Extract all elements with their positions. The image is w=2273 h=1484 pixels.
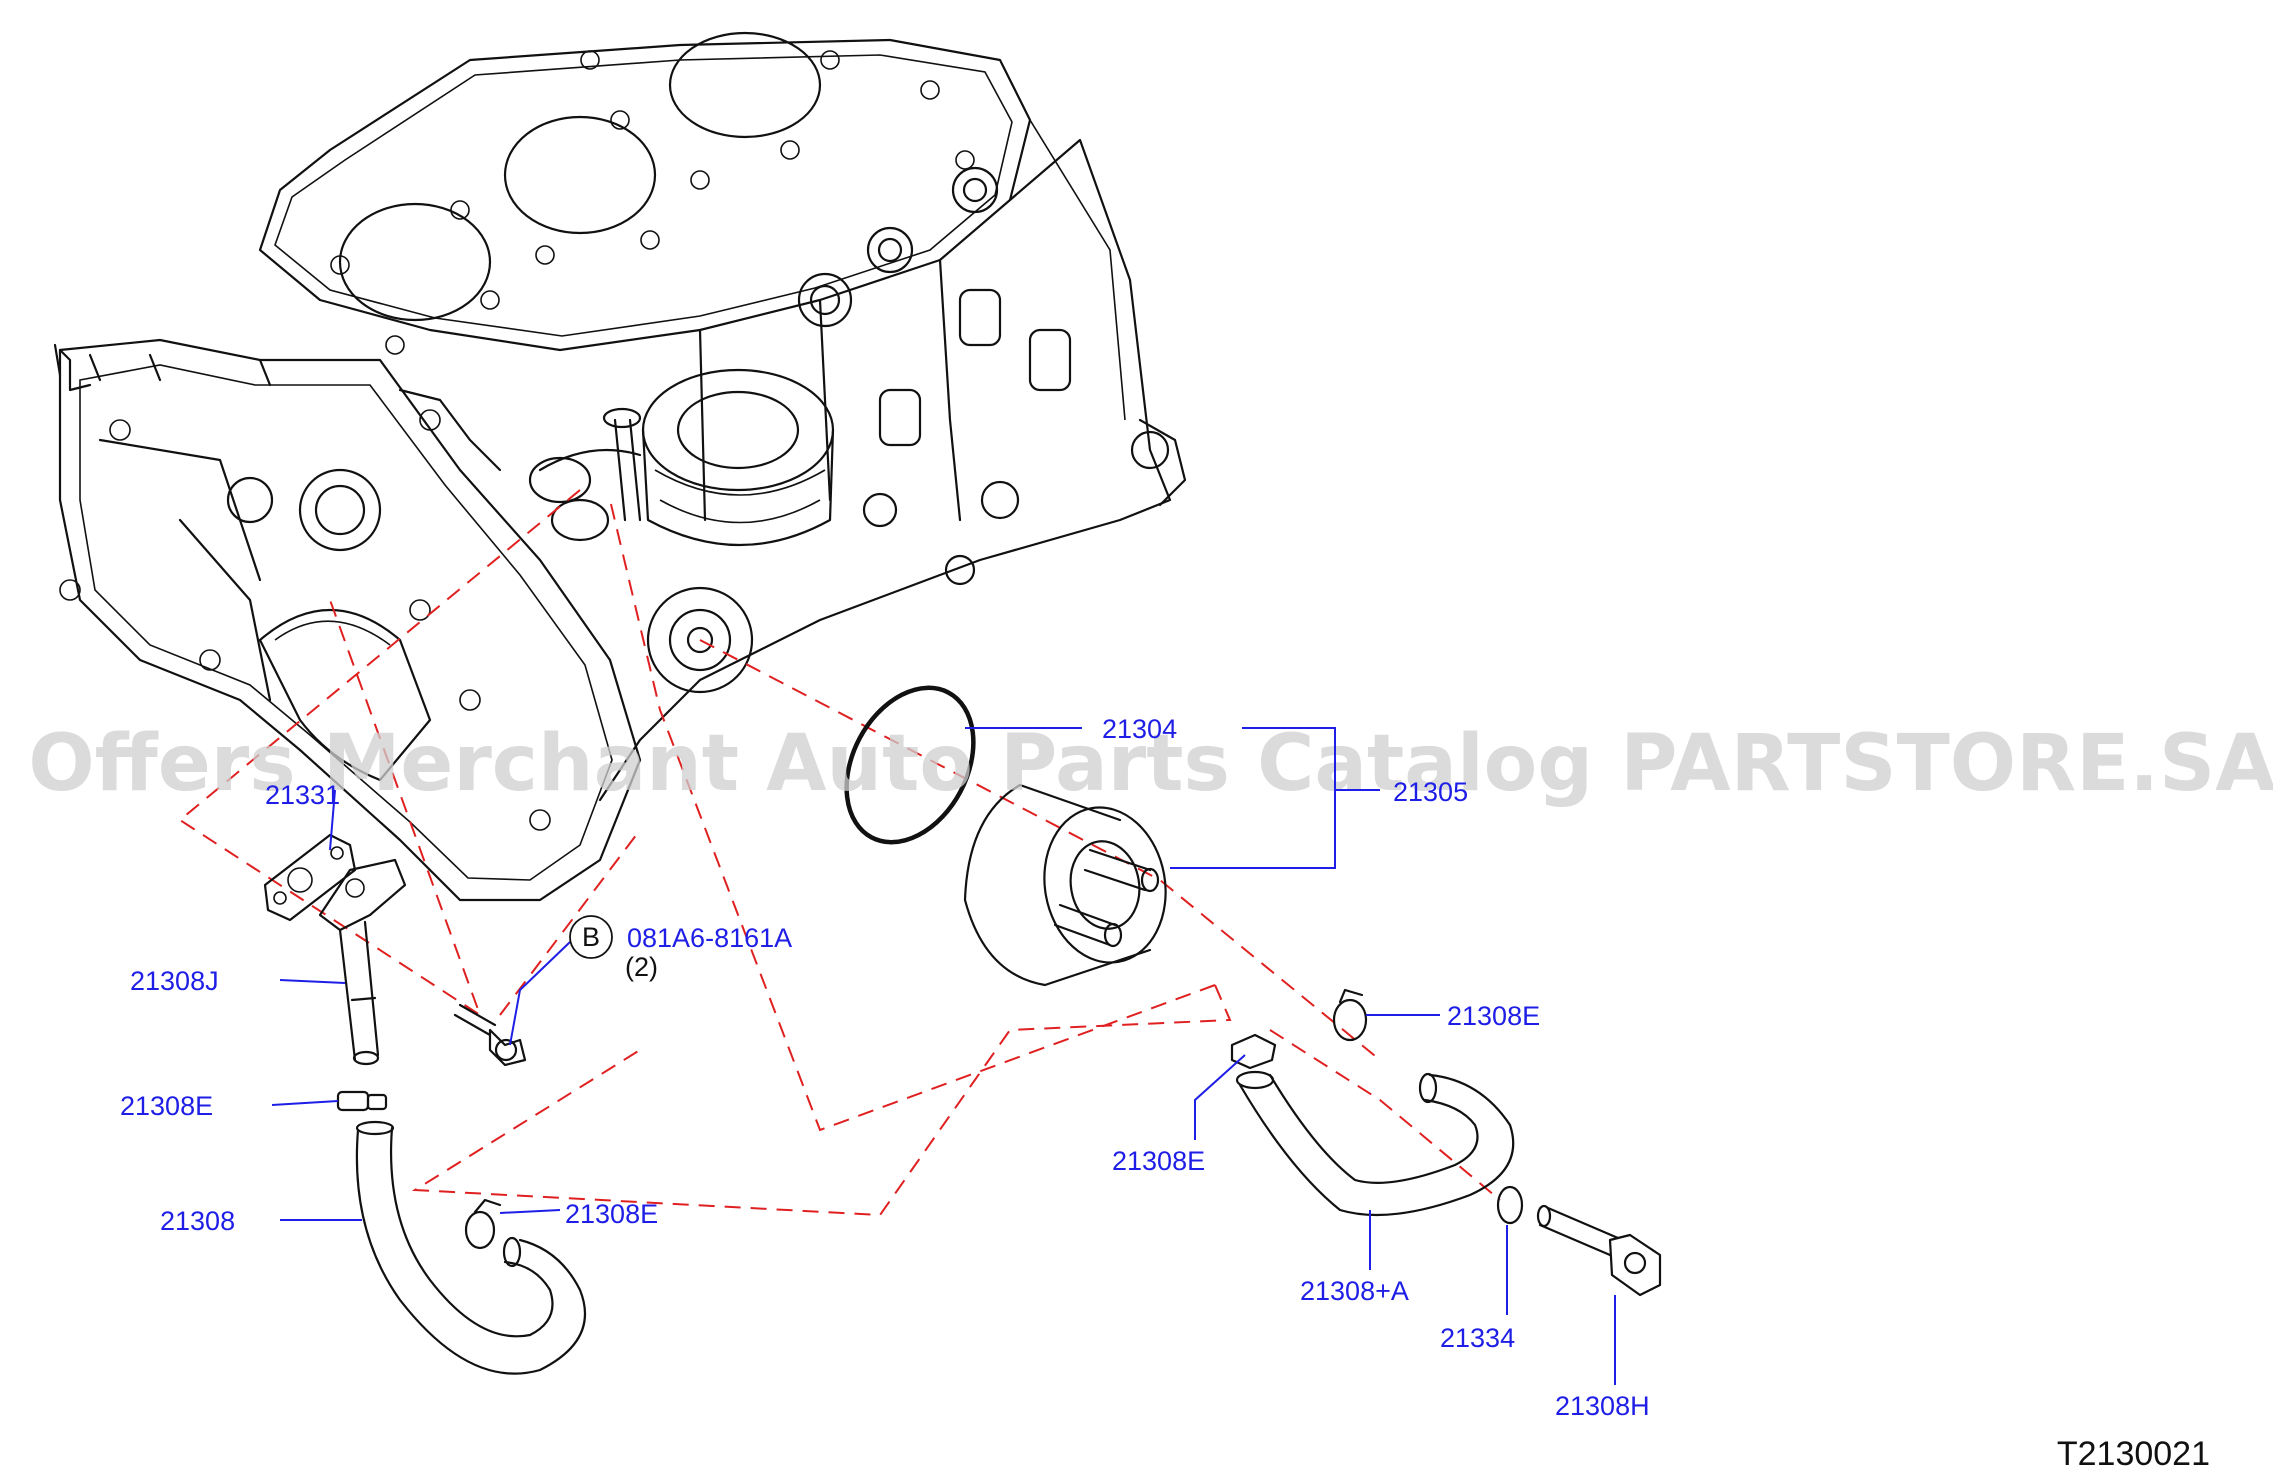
label-081A6-8161A: 081A6-8161A — [627, 923, 792, 953]
clamp-21308E-left — [336, 1090, 388, 1112]
label-21308H: 21308H — [1555, 1391, 1650, 1421]
label-21334: 21334 — [1440, 1323, 1515, 1353]
label-21308A: 21308+A — [1300, 1276, 1409, 1306]
quantity-note: (2) — [625, 952, 658, 982]
assembly-centerlines — [178, 489, 1501, 1217]
pipe-21308J — [318, 858, 407, 1066]
engine-block-illustration — [53, 31, 1187, 902]
label-21308E-clamp: 21308E — [565, 1199, 658, 1229]
watermark-text: Offers Merchant Auto Parts Catalog PARTS… — [28, 719, 2273, 809]
label-21304: 21304 — [1102, 714, 1177, 744]
label-21308J: 21308J — [130, 966, 219, 996]
oil-cooler-21305 — [963, 783, 1167, 987]
o-ring-21304 — [844, 685, 976, 845]
label-21308: 21308 — [160, 1206, 235, 1236]
hose-21308A — [1235, 1070, 1515, 1217]
hose-21308 — [355, 1120, 587, 1375]
label-21331: 21331 — [265, 780, 340, 810]
o-ring-21334 — [1496, 1185, 1524, 1225]
bolt-21308H — [1536, 1204, 1662, 1297]
label-21305: 21305 — [1393, 777, 1468, 807]
drawing-number: T2130021 — [2057, 1435, 2210, 1473]
reference-marker-letter: B — [582, 922, 600, 952]
connector-21308E-lower — [1230, 1033, 1277, 1070]
gasket-21331 — [263, 833, 357, 922]
label-21308E-right: 21308E — [1447, 1001, 1540, 1031]
label-21308E-left: 21308E — [120, 1091, 213, 1121]
label-21308E-lower: 21308E — [1112, 1146, 1205, 1176]
bolt-081A6-8161A — [453, 1003, 527, 1067]
callout-leaders — [271, 727, 1616, 1385]
clamp-21308E-right — [1332, 988, 1368, 1042]
clamp-21308E-hose — [464, 1198, 502, 1250]
reference-marker-b: B — [569, 915, 613, 959]
